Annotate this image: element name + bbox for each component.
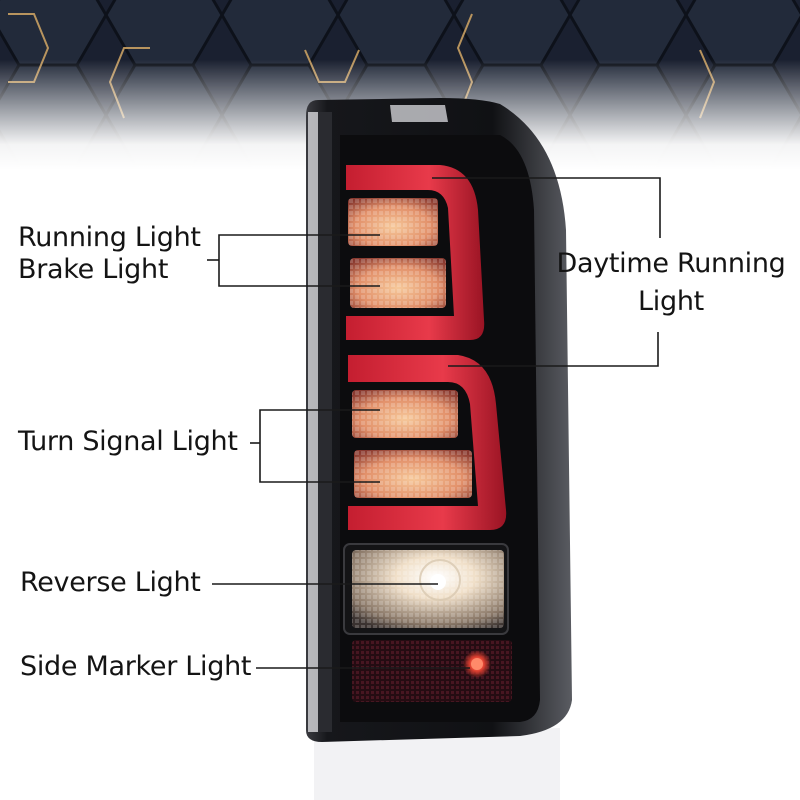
callout-side-marker-light: Side Marker Light bbox=[20, 651, 252, 682]
callout-reverse-light: Reverse Light bbox=[20, 567, 201, 598]
callout-brake-light: Brake Light bbox=[18, 254, 169, 285]
callout-turn-signal-light: Turn Signal Light bbox=[18, 426, 238, 457]
callout-daytime-running-line1: Daytime Running bbox=[556, 248, 786, 279]
callout-running-light: Running Light bbox=[18, 222, 201, 253]
callout-daytime-running-line2: Light bbox=[638, 286, 704, 317]
